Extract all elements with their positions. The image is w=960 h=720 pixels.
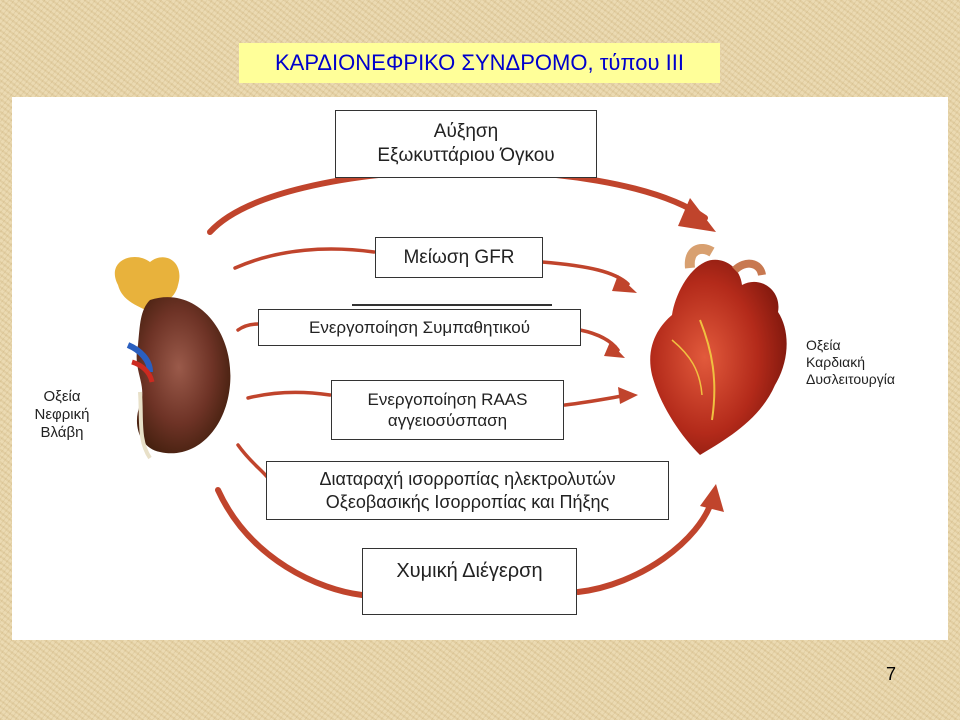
volume-increase-box: Αύξηση Εξωκυττάριου Όγκου: [335, 110, 597, 178]
volume-line-1: Αύξηση: [433, 121, 499, 143]
arrow-symp-right: [578, 328, 620, 352]
sympathetic-label: Ενεργοποίηση Συμπαθητικού: [308, 317, 530, 337]
electrolytes-line-2: Οξεοβασικής Ισορροπίας και Πήξης: [325, 491, 610, 512]
chemical-label: Χυμική Διέγερση: [396, 560, 543, 582]
right-label-line-2: Καρδιακή: [806, 353, 866, 370]
raas-line-2: αγγειοσύσπαση: [387, 411, 508, 430]
raas-box: Ενεργοποίηση RAAS αγγειοσύσπαση: [331, 380, 564, 440]
arc-bottom-arrowhead: [700, 484, 724, 512]
left-label: Οξεία Νεφρική Βλάβη: [22, 388, 102, 442]
arc-top-arrowhead: [678, 198, 716, 232]
arc-bottom-arrow: [215, 487, 715, 598]
arrow-gfr-right-head: [612, 275, 637, 293]
electrolytes-line-1: Διαταραχή ισορροπίας ηλεκτρολυτών: [319, 469, 616, 489]
arrow-raas-right-head: [618, 387, 638, 404]
arrow-symp-left: [236, 322, 260, 332]
page-number: 7: [886, 664, 897, 684]
arc-top-arrow: [207, 167, 708, 235]
left-label-line-3: Βλάβη: [40, 424, 84, 441]
gfr-label: Μείωση GFR: [403, 246, 515, 268]
left-label-line-2: Νεφρική: [34, 406, 90, 423]
sympathetic-box: Ενεργοποίηση Συμπαθητικού: [258, 309, 581, 346]
kidney-illustration: [114, 256, 231, 460]
slide-title: ΚΑΡΔΙΟΝΕΦΡΙΚΟ ΣΥΝΔΡΟΜΟ, τύπου ΙΙΙ: [274, 50, 685, 75]
arrow-raas-left: [246, 390, 332, 400]
right-label-line-3: Δυσλειτουργία: [806, 370, 895, 387]
chemical-stimulation-box: Χυμική Διέγερση: [362, 548, 577, 615]
arrow-symp-right-head: [604, 342, 625, 358]
arrow-elec-left: [236, 443, 270, 480]
heart-illustration: [650, 244, 787, 455]
electrolytes-box: Διαταραχή ισορροπίας ηλεκτρολυτών Οξεοβα…: [266, 461, 669, 520]
gfr-box: Μείωση GFR: [375, 237, 543, 278]
arrow-gfr-left: [233, 247, 376, 270]
arrow-raas-right: [563, 393, 630, 407]
raas-line-1: Ενεργοποίηση RAAS: [367, 389, 528, 409]
title-bar: ΚΑΡΔΙΟΝΕΦΡΙΚΟ ΣΥΝΔΡΟΜΟ, τύπου ΙΙΙ: [239, 43, 720, 83]
left-label-line-1: Οξεία: [43, 388, 81, 405]
right-label-line-1: Οξεία: [806, 337, 841, 353]
volume-line-2: Εξωκυττάριου Όγκου: [377, 145, 555, 166]
arrow-gfr-right: [540, 260, 630, 286]
right-label: Οξεία Καρδιακή Δυσλειτουργία: [806, 337, 936, 387]
